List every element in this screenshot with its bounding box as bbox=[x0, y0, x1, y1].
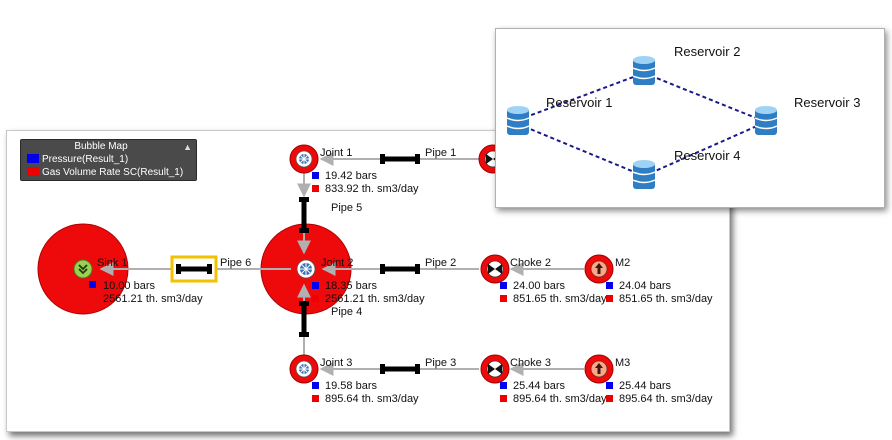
reservoir-diagram: Reservoir 1 Reservoir 2 Reservoir 3 Rese… bbox=[506, 44, 860, 189]
choke3-rate: 895.64 th. sm3/day bbox=[513, 393, 607, 405]
source-arrow-up-icon bbox=[595, 263, 603, 274]
choke3-results: 25.44 bars 895.64 th. sm3/day bbox=[500, 380, 607, 405]
m2-node[interactable] bbox=[584, 254, 614, 284]
pipe5-label: Pipe 5 bbox=[331, 202, 362, 214]
bubble-map-legend: Bubble Map ▲ Pressure(Result_1) Gas Volu… bbox=[20, 139, 197, 181]
choke-icon bbox=[488, 364, 502, 374]
link-r2-r3 bbox=[643, 72, 767, 123]
joint1-label: Joint 1 bbox=[320, 147, 352, 159]
choke2-pressure: 24.00 bars bbox=[513, 280, 565, 292]
pipe5-segment[interactable] bbox=[299, 197, 309, 233]
link-r1-r2 bbox=[517, 72, 645, 121]
reservoir4-node[interactable] bbox=[632, 160, 656, 189]
reservoir-network-inset[interactable]: Reservoir 1 Reservoir 2 Reservoir 3 Rese… bbox=[495, 28, 885, 208]
pipe2-segment[interactable] bbox=[380, 264, 420, 274]
choke2-node[interactable] bbox=[480, 254, 510, 284]
joint2-label: Joint 2 bbox=[321, 257, 353, 269]
legend-label: Gas Volume Rate SC(Result_1) bbox=[42, 167, 184, 178]
database-icon bbox=[632, 56, 656, 85]
collapse-triangle-icon[interactable]: ▲ bbox=[183, 142, 192, 152]
m3-results: 25.44 bars 895.64 th. sm3/day bbox=[606, 380, 713, 405]
joint3-node[interactable] bbox=[289, 354, 319, 384]
joint1-rate: 833.92 th. sm3/day bbox=[325, 183, 419, 195]
legend-swatch bbox=[27, 167, 39, 176]
pipe6-segment[interactable] bbox=[170, 255, 218, 283]
sink1-node[interactable] bbox=[73, 259, 93, 279]
link-r1-r4 bbox=[517, 123, 645, 177]
m2-rate: 851.65 th. sm3/day bbox=[619, 293, 713, 305]
reservoir2-label: Reservoir 2 bbox=[674, 44, 740, 59]
choke3-node[interactable] bbox=[480, 354, 510, 384]
joint3-pressure: 19.58 bars bbox=[325, 380, 377, 392]
choke2-label: Choke 2 bbox=[510, 257, 551, 269]
pipe3-label: Pipe 3 bbox=[425, 357, 456, 369]
pipe1-segment[interactable] bbox=[380, 154, 420, 164]
m3-pressure: 25.44 bars bbox=[619, 380, 671, 392]
pipe2-label: Pipe 2 bbox=[425, 257, 456, 269]
joint2-pressure: 18.35 bars bbox=[325, 280, 377, 292]
m2-results: 24.04 bars 851.65 th. sm3/day bbox=[606, 280, 713, 305]
joint3-label: Joint 3 bbox=[320, 357, 352, 369]
pipe4-label: Pipe 4 bbox=[331, 306, 362, 318]
chevron-down-icon bbox=[78, 264, 88, 275]
m2-pressure: 24.04 bars bbox=[619, 280, 671, 292]
reservoir4-label: Reservoir 4 bbox=[674, 148, 740, 163]
m2-label: M2 bbox=[615, 257, 630, 269]
link-r4-r3 bbox=[643, 121, 767, 177]
joint2-rate: 2561.21 th. sm3/day bbox=[325, 293, 425, 305]
legend-entry-gas-rate: Gas Volume Rate SC(Result_1) bbox=[27, 167, 183, 178]
joint3-results: 19.58 bars 895.64 th. sm3/day bbox=[312, 380, 419, 405]
reservoir3-label: Reservoir 3 bbox=[794, 95, 860, 110]
joint3-rate: 895.64 th. sm3/day bbox=[325, 393, 419, 405]
sink1-results: 10.00 bars 2561.21 th. sm3/day bbox=[89, 280, 203, 305]
pipe6-label: Pipe 6 bbox=[220, 257, 251, 269]
m3-label: M3 bbox=[615, 357, 630, 369]
sink1-label: Sink 1 bbox=[97, 257, 128, 269]
pipe3-segment[interactable] bbox=[380, 364, 420, 374]
reservoir3-node[interactable] bbox=[754, 106, 778, 135]
reservoir1-node[interactable] bbox=[506, 106, 530, 135]
choke2-results: 24.00 bars 851.65 th. sm3/day bbox=[500, 280, 607, 305]
network-diagram: Joint 1 Joint 2 Joint 3 Sink 1 Choke 2 C… bbox=[37, 144, 713, 405]
choke-icon bbox=[488, 264, 502, 274]
reservoir1-label: Reservoir 1 bbox=[546, 95, 612, 110]
sink1-rate: 2561.21 th. sm3/day bbox=[103, 293, 203, 305]
m3-rate: 895.64 th. sm3/day bbox=[619, 393, 713, 405]
database-icon bbox=[754, 106, 778, 135]
sink1-pressure: 10.00 bars bbox=[103, 280, 155, 292]
database-icon bbox=[632, 160, 656, 189]
choke3-pressure: 25.44 bars bbox=[513, 380, 565, 392]
reservoir2-node[interactable] bbox=[632, 56, 656, 85]
legend-swatch bbox=[27, 154, 39, 163]
joint1-pressure: 19.42 bars bbox=[325, 170, 377, 182]
legend-title: Bubble Map bbox=[74, 141, 128, 152]
choke3-label: Choke 3 bbox=[510, 357, 551, 369]
joint2-node[interactable] bbox=[296, 259, 316, 279]
joint2-results: 18.35 bars 2561.21 th. sm3/day bbox=[312, 280, 425, 305]
legend-label: Pressure(Result_1) bbox=[42, 154, 129, 165]
source-arrow-up-icon bbox=[595, 363, 603, 374]
legend-entry-pressure: Pressure(Result_1) bbox=[27, 154, 128, 165]
choke2-rate: 851.65 th. sm3/day bbox=[513, 293, 607, 305]
joint1-results: 19.42 bars 833.92 th. sm3/day bbox=[312, 170, 419, 195]
pipe1-label: Pipe 1 bbox=[425, 147, 456, 159]
database-icon bbox=[506, 106, 530, 135]
joint1-node[interactable] bbox=[289, 144, 319, 174]
m3-node[interactable] bbox=[584, 354, 614, 384]
pipe4-segment[interactable] bbox=[299, 301, 309, 337]
